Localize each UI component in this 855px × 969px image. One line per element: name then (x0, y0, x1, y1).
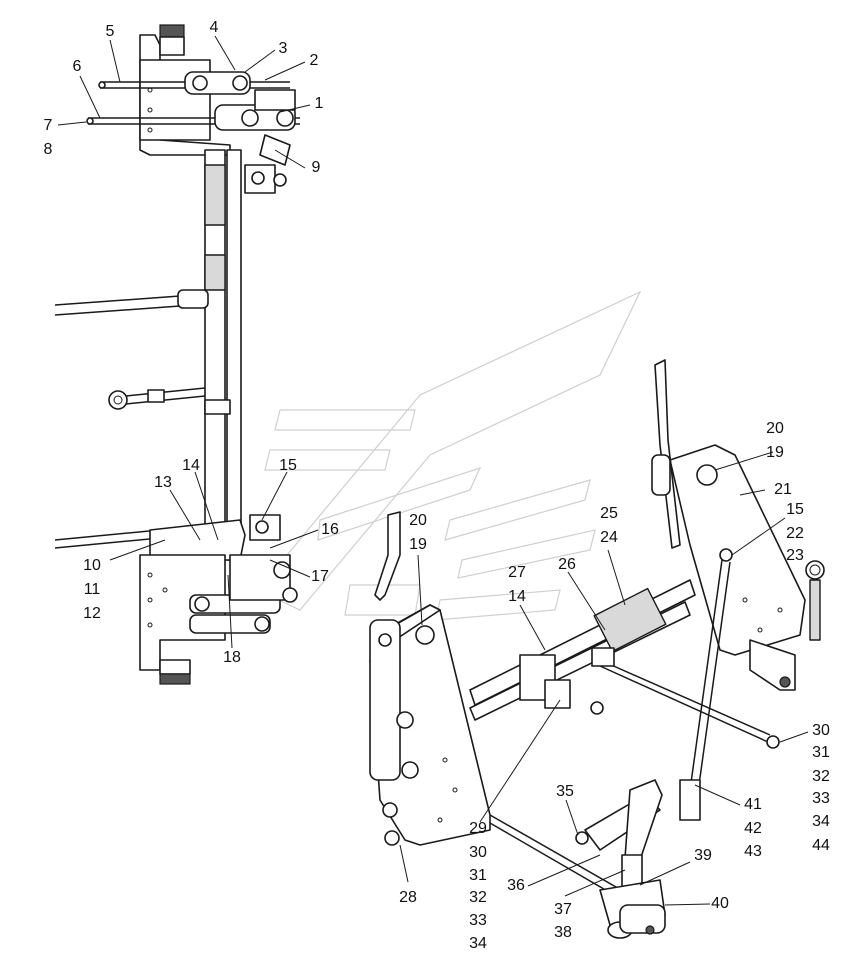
callout-16: 16 (321, 521, 339, 538)
callout-18: 18 (223, 649, 241, 666)
callout-37: 37 (554, 901, 572, 918)
callout-14-right: 14 (508, 588, 526, 605)
callout-12: 12 (83, 605, 101, 622)
callout-34-left: 34 (469, 935, 487, 952)
callout-8: 8 (43, 141, 53, 158)
callout-19-left: 19 (409, 536, 427, 553)
callout-29: 29 (469, 820, 487, 837)
callout-23: 23 (786, 547, 804, 564)
callout-34-right: 34 (812, 813, 830, 830)
callout-4: 4 (209, 19, 219, 36)
callout-24: 24 (600, 529, 618, 546)
callout-27: 27 (508, 564, 526, 581)
callout-22: 22 (786, 525, 804, 542)
right-assembly (369, 359, 825, 939)
callout-39: 39 (694, 847, 712, 864)
callout-33-left: 33 (469, 912, 487, 929)
callout-41: 41 (744, 796, 762, 813)
callout-17: 17 (311, 568, 329, 585)
callout-10: 10 (83, 557, 101, 574)
callout-20-left: 20 (409, 512, 427, 529)
callout-6: 6 (72, 58, 82, 75)
callout-42: 42 (744, 820, 762, 837)
callout-28: 28 (399, 889, 417, 906)
callout-9: 9 (311, 159, 321, 176)
callout-44: 44 (812, 837, 830, 854)
callout-15-left: 15 (279, 457, 297, 474)
callout-13: 13 (154, 474, 172, 491)
callout-36: 36 (507, 877, 525, 894)
callout-25: 25 (600, 505, 618, 522)
callout-31-left: 31 (469, 867, 487, 884)
callout-15-right: 15 (786, 501, 804, 518)
callout-38: 38 (554, 924, 572, 941)
callout-19-right: 19 (766, 444, 784, 461)
watermark-logo (257, 290, 642, 621)
callout-30-right: 30 (812, 722, 830, 739)
callout-1: 1 (314, 95, 324, 112)
callout-2: 2 (309, 52, 319, 69)
leader-lines (57, 35, 809, 906)
callout-31-right: 31 (812, 744, 830, 761)
callout-14-left: 14 (182, 457, 200, 474)
left-assembly (54, 24, 300, 685)
callout-20-right: 20 (766, 420, 784, 437)
callout-5: 5 (105, 23, 115, 40)
callout-43: 43 (744, 843, 762, 860)
callout-33-right: 33 (812, 790, 830, 807)
callout-3: 3 (278, 40, 288, 57)
callout-35: 35 (556, 783, 574, 800)
callout-21: 21 (774, 481, 792, 498)
callout-7: 7 (43, 117, 53, 134)
callout-30-left: 30 (469, 844, 487, 861)
callout-26: 26 (558, 556, 576, 573)
callout-11: 11 (83, 581, 101, 598)
callout-32-right: 32 (812, 768, 830, 785)
callout-40: 40 (711, 895, 729, 912)
callout-32-left: 32 (469, 889, 487, 906)
